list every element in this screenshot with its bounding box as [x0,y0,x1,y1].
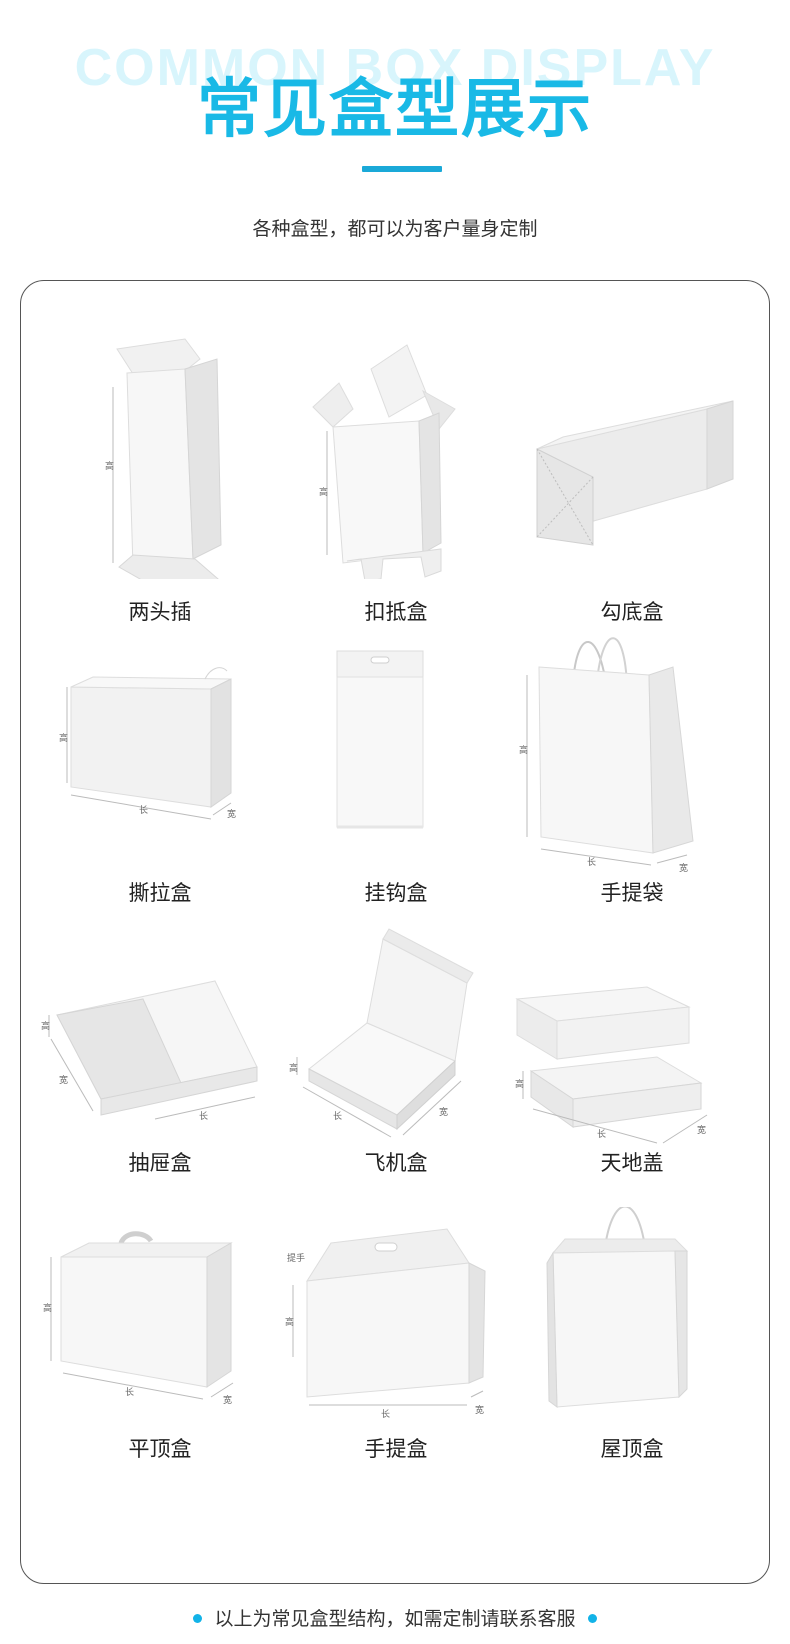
box-label: 平顶盒 [128,1437,192,1461]
drawer-box-icon: 高 宽 长 [41,980,258,1122]
flat-top-handle-box-icon: 高 长 宽 [43,1231,234,1406]
dim-height-label: 高 [515,1078,524,1090]
lock-bottom-box-icon: 高 [312,344,456,579]
title-accent-bar [362,166,442,172]
dim-handle-label: 提手 [287,1252,305,1264]
footer-note: 以上为常见盒型结构，如需定制请联系客服 [0,1604,790,1631]
box-gallery-panel: 高 两头插 高 扣抵盒 勾底盒 [20,280,770,1584]
dim-width-label: 宽 [439,1106,448,1118]
box-label: 天地盖 [600,1151,664,1175]
dim-length-label: 长 [139,804,148,816]
page-title: 常见盒型展示 [197,73,593,147]
box-label: 飞机盒 [364,1151,428,1175]
dim-width-label: 宽 [475,1404,484,1416]
lid-and-base-box-icon: 高 长 宽 [515,986,708,1144]
dim-height-label: 高 [285,1316,294,1328]
box-label: 撕拉盒 [128,881,192,905]
paper-bag-icon: 高 长 宽 [519,637,694,874]
crash-lock-bottom-box-icon [536,400,734,546]
dim-height-label: 高 [43,1302,52,1314]
roof-top-box-icon [546,1207,689,1409]
box-label: 扣抵盒 [364,600,428,624]
footer-dot-right [587,1613,597,1623]
page-subtitle: 各种盒型，都可以为客户量身定制 [252,218,538,240]
dim-height-label: 高 [319,486,328,498]
dim-width-label: 宽 [227,808,236,820]
dim-height-label: 高 [105,460,114,472]
dim-width-label: 宽 [223,1394,232,1406]
dim-width-label: 宽 [697,1124,706,1136]
dim-length-label: 长 [333,1110,342,1122]
dim-length-label: 长 [125,1386,134,1398]
footer-dot-left [193,1613,203,1623]
dim-height-label: 高 [289,1062,298,1074]
dim-height-label: 高 [519,744,528,756]
tuck-end-box-icon: 高 [105,338,222,579]
mailer-box-icon: 高 长 宽 [289,928,474,1138]
footer-text: 以上为常见盒型结构，如需定制请联系客服 [214,1608,576,1630]
gable-handle-box-icon: 提手 高 长 宽 [285,1228,486,1420]
dim-length-label: 长 [597,1128,606,1140]
dim-length-label: 长 [381,1408,390,1420]
box-label: 两头插 [128,600,192,624]
dim-height-label: 高 [41,1020,50,1032]
box-label: 手提袋 [600,881,664,905]
box-label: 抽屉盒 [128,1151,192,1175]
dim-length-label: 长 [587,856,596,868]
dim-length-label: 长 [199,1110,208,1122]
dim-width-label: 宽 [679,862,688,874]
dim-height-label: 高 [59,732,68,744]
box-label: 挂钩盒 [364,881,428,905]
box-label: 勾底盒 [600,600,664,624]
hang-tab-box-icon [336,650,424,829]
box-label: 手提盒 [364,1437,428,1461]
box-label: 屋顶盒 [600,1437,664,1461]
dim-width-label: 宽 [59,1074,68,1086]
tear-strip-box-icon: 高 长 宽 [59,667,236,820]
background-title: COMMON BOX DISPLAY [74,39,716,97]
